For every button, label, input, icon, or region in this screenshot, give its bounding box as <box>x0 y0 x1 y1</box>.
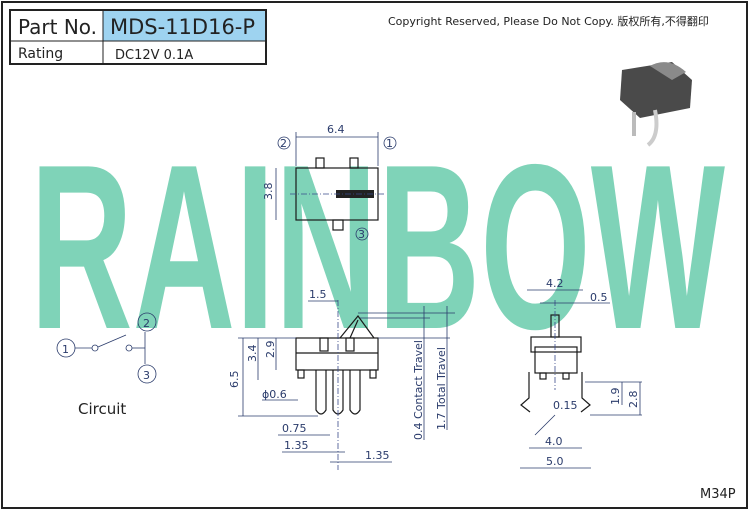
pin-label: 2 <box>143 317 150 330</box>
dim: 4.0 <box>545 435 563 448</box>
circuit-diagram: 1 2 3 Circuit <box>56 312 157 418</box>
pin-label: 2 <box>280 137 287 150</box>
dim: 0.15 <box>553 399 578 412</box>
dim-width: 6.4 <box>327 123 345 136</box>
dim: 4.2 <box>546 277 564 290</box>
watermark: RAINBOW <box>30 115 725 378</box>
dim: 1.35 <box>284 439 309 452</box>
side-view: 6.5 3.4 2.9 1.5 ϕ0.6 0.75 1.35 1.35 0.4 … <box>228 288 455 470</box>
total-travel-dim: 1.7 Total Travel <box>435 347 448 430</box>
circuit-label: Circuit <box>78 400 126 418</box>
dim-height: 3.8 <box>262 183 275 201</box>
pin-label: 3 <box>358 228 365 241</box>
product-photo <box>620 62 692 147</box>
rating-value: DC12V 0.1A <box>115 48 193 63</box>
dim: 3.4 <box>246 345 259 363</box>
pin-label: 1 <box>62 343 69 356</box>
contact-travel-dim: 0.4 Contact Travel <box>412 340 425 440</box>
dim: 2.8 <box>627 391 640 409</box>
dim: 6.5 <box>228 371 241 389</box>
rating-label: Rating <box>18 46 63 62</box>
dim: 2.9 <box>264 341 277 359</box>
pin-label: 3 <box>143 369 150 382</box>
part-label: Part No. <box>18 15 97 39</box>
title-block: Part No. MDS-11D16-P Rating DC12V 0.1A <box>9 9 267 65</box>
part-number: MDS-11D16-P <box>110 15 255 39</box>
copyright-notice: Copyright Reserved, Please Do Not Copy. … <box>388 14 709 28</box>
dim: ϕ0.6 <box>262 388 287 401</box>
dim: 0.75 <box>282 422 307 435</box>
dim: 0.5 <box>590 291 608 304</box>
dim: 1.5 <box>309 288 327 301</box>
top-view: 6.4 3.8 2 1 3 <box>262 123 397 241</box>
dim: 1.9 <box>609 388 622 406</box>
pin-label: 1 <box>386 137 393 150</box>
end-view: 4.2 0.5 1.9 2.8 0.15 4.0 5.0 <box>520 277 642 469</box>
dim: 5.0 <box>546 455 564 468</box>
dim: 1.35 <box>365 449 390 462</box>
drawing-code: M34P <box>700 487 736 502</box>
